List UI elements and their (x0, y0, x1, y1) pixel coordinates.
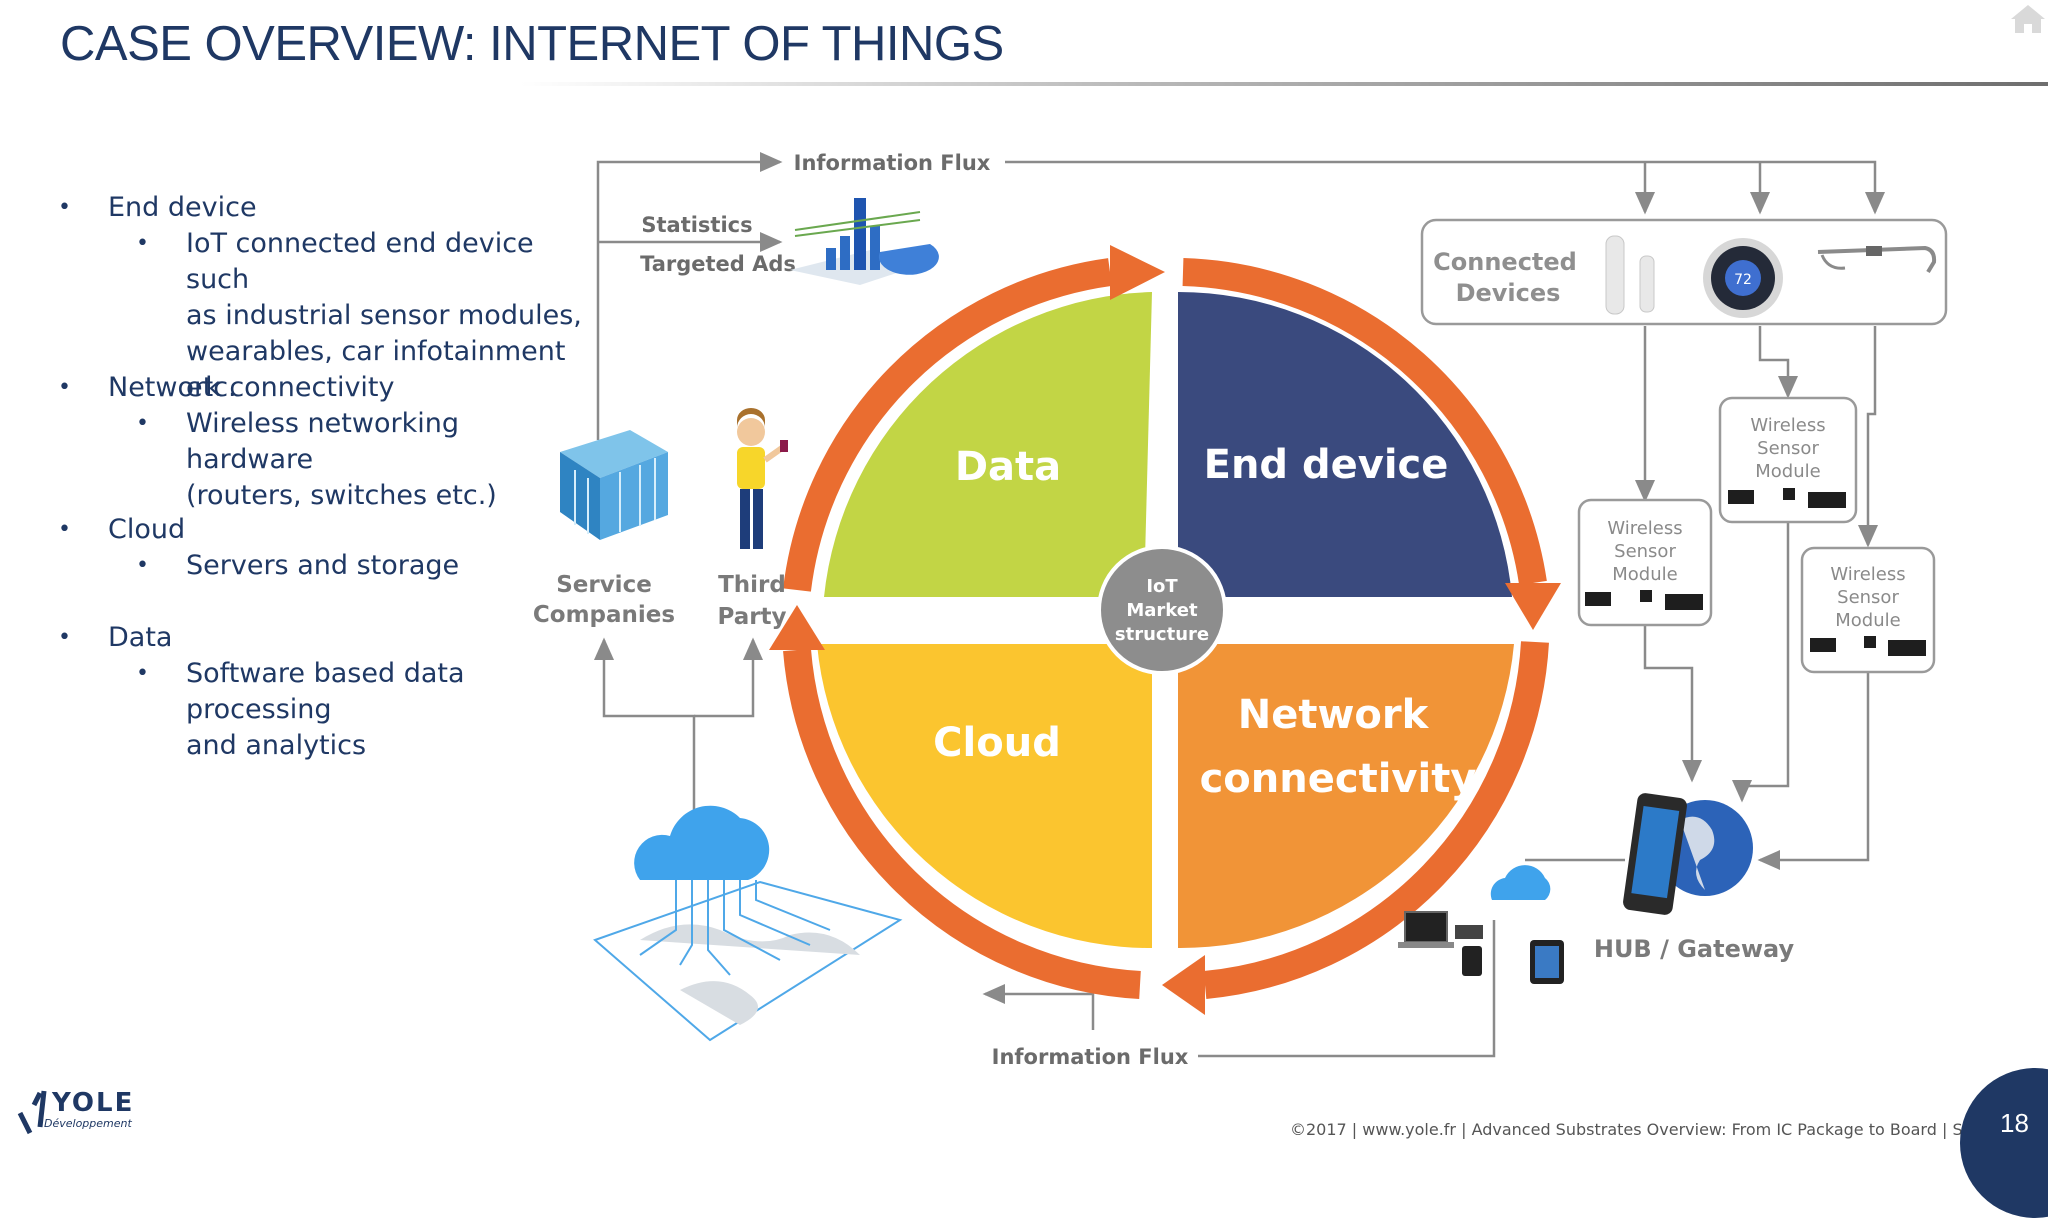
svg-text:Sensor: Sensor (1614, 541, 1676, 562)
yole-logo: YOLE Développement (16, 1075, 156, 1149)
info-flux-top-label: Information Flux (794, 151, 991, 175)
service-companies-line2: Companies (533, 602, 675, 628)
svg-text:Module: Module (1755, 461, 1820, 482)
title-divider (520, 82, 2048, 86)
connector-lines (594, 152, 1885, 1058)
cycle-arrows (783, 258, 1549, 999)
page-number: 18 (2000, 1108, 2029, 1138)
weather-station-icon (1605, 235, 1655, 315)
quadrant-cloud (817, 644, 1152, 949)
smart-glasses-icon (1817, 245, 1937, 274)
quadrant-network-label-line1: Network (1238, 692, 1430, 738)
quadrant-cloud-label: Cloud (933, 720, 1061, 766)
bullet-data: •Data (58, 622, 173, 653)
quadrant-end-device (1178, 291, 1512, 597)
connected-devices-line1: Connected (1433, 248, 1577, 276)
svg-text:Sensor: Sensor (1757, 438, 1819, 459)
svg-text:Sensor: Sensor (1837, 587, 1899, 608)
targeted-ads-label: Targeted Ads (640, 252, 796, 276)
center-line2: Market (1126, 600, 1198, 621)
statistics-label: Statistics (641, 213, 752, 237)
sub-bullet-network: • Wireless networking hardware (routers,… (136, 408, 497, 511)
cycle-arrowheads (769, 245, 1561, 1015)
bullet-end-device: •End device (58, 192, 257, 223)
svg-text:YOLE: YOLE (51, 1088, 134, 1118)
third-party-person-icon (737, 408, 788, 549)
svg-text:Wireless: Wireless (1750, 415, 1825, 436)
quadrant-data-label: Data (955, 444, 1061, 490)
quadrant-network-label-line2: connectivity (1200, 756, 1477, 802)
center-line1: IoT (1146, 576, 1178, 597)
connected-devices-line2: Devices (1456, 279, 1561, 307)
sub-bullet-end-device: • IoT connected end device such as indus… (136, 228, 582, 403)
sub-bullet-data: • Software based data processing and ana… (136, 658, 465, 761)
iot-market-diagram: IoT Market structure Data End device Clo… (533, 151, 1948, 1069)
svg-text:Module: Module (1612, 564, 1677, 585)
cloud-network-icon (593, 805, 903, 1042)
center-circle (1097, 545, 1227, 675)
data-cube-icon (560, 430, 668, 540)
sub-bullet-cloud: •Servers and storage (136, 550, 460, 581)
sensor-module-2: Wireless Sensor Module (1718, 396, 1858, 524)
thermostat-reading: 72 (1734, 272, 1752, 288)
service-companies-line1: Service (556, 572, 652, 598)
home-icon[interactable] (2010, 4, 2046, 38)
svg-text:Wireless: Wireless (1607, 518, 1682, 539)
svg-text:Module: Module (1835, 610, 1900, 631)
svg-text:Wireless: Wireless (1830, 564, 1905, 585)
third-party-line2: Party (717, 604, 786, 630)
quadrant-data (824, 292, 1152, 597)
statistics-chart-icon (790, 198, 939, 285)
sensor-module-3: Wireless Sensor Module (1800, 546, 1936, 674)
thermostat-icon (1703, 238, 1783, 318)
info-flux-bottom-label: Information Flux (992, 1045, 1189, 1069)
svg-text:Développement: Développement (44, 1117, 132, 1130)
bullet-network-connectivity: •Network connectivity (58, 372, 395, 403)
connected-devices-box (1420, 218, 1948, 326)
quadrant-end-device-label: End device (1204, 442, 1449, 488)
hub-gateway-label: HUB / Gateway (1594, 935, 1795, 963)
third-party-line1: Third (718, 572, 786, 598)
devices-cloud-icon (1398, 865, 1564, 984)
bullet-cloud: •Cloud (58, 514, 186, 545)
sensor-module-1: Wireless Sensor Module (1577, 498, 1713, 627)
quadrant-network (1178, 644, 1514, 949)
center-line3: structure (1115, 624, 1209, 645)
footer-text: ©2017 | www.yole.fr | Advanced Substrate… (1290, 1120, 2013, 1139)
slide-title: CASE OVERVIEW: INTERNET OF THINGS (60, 17, 1004, 71)
hub-gateway-icon (1623, 793, 1753, 915)
